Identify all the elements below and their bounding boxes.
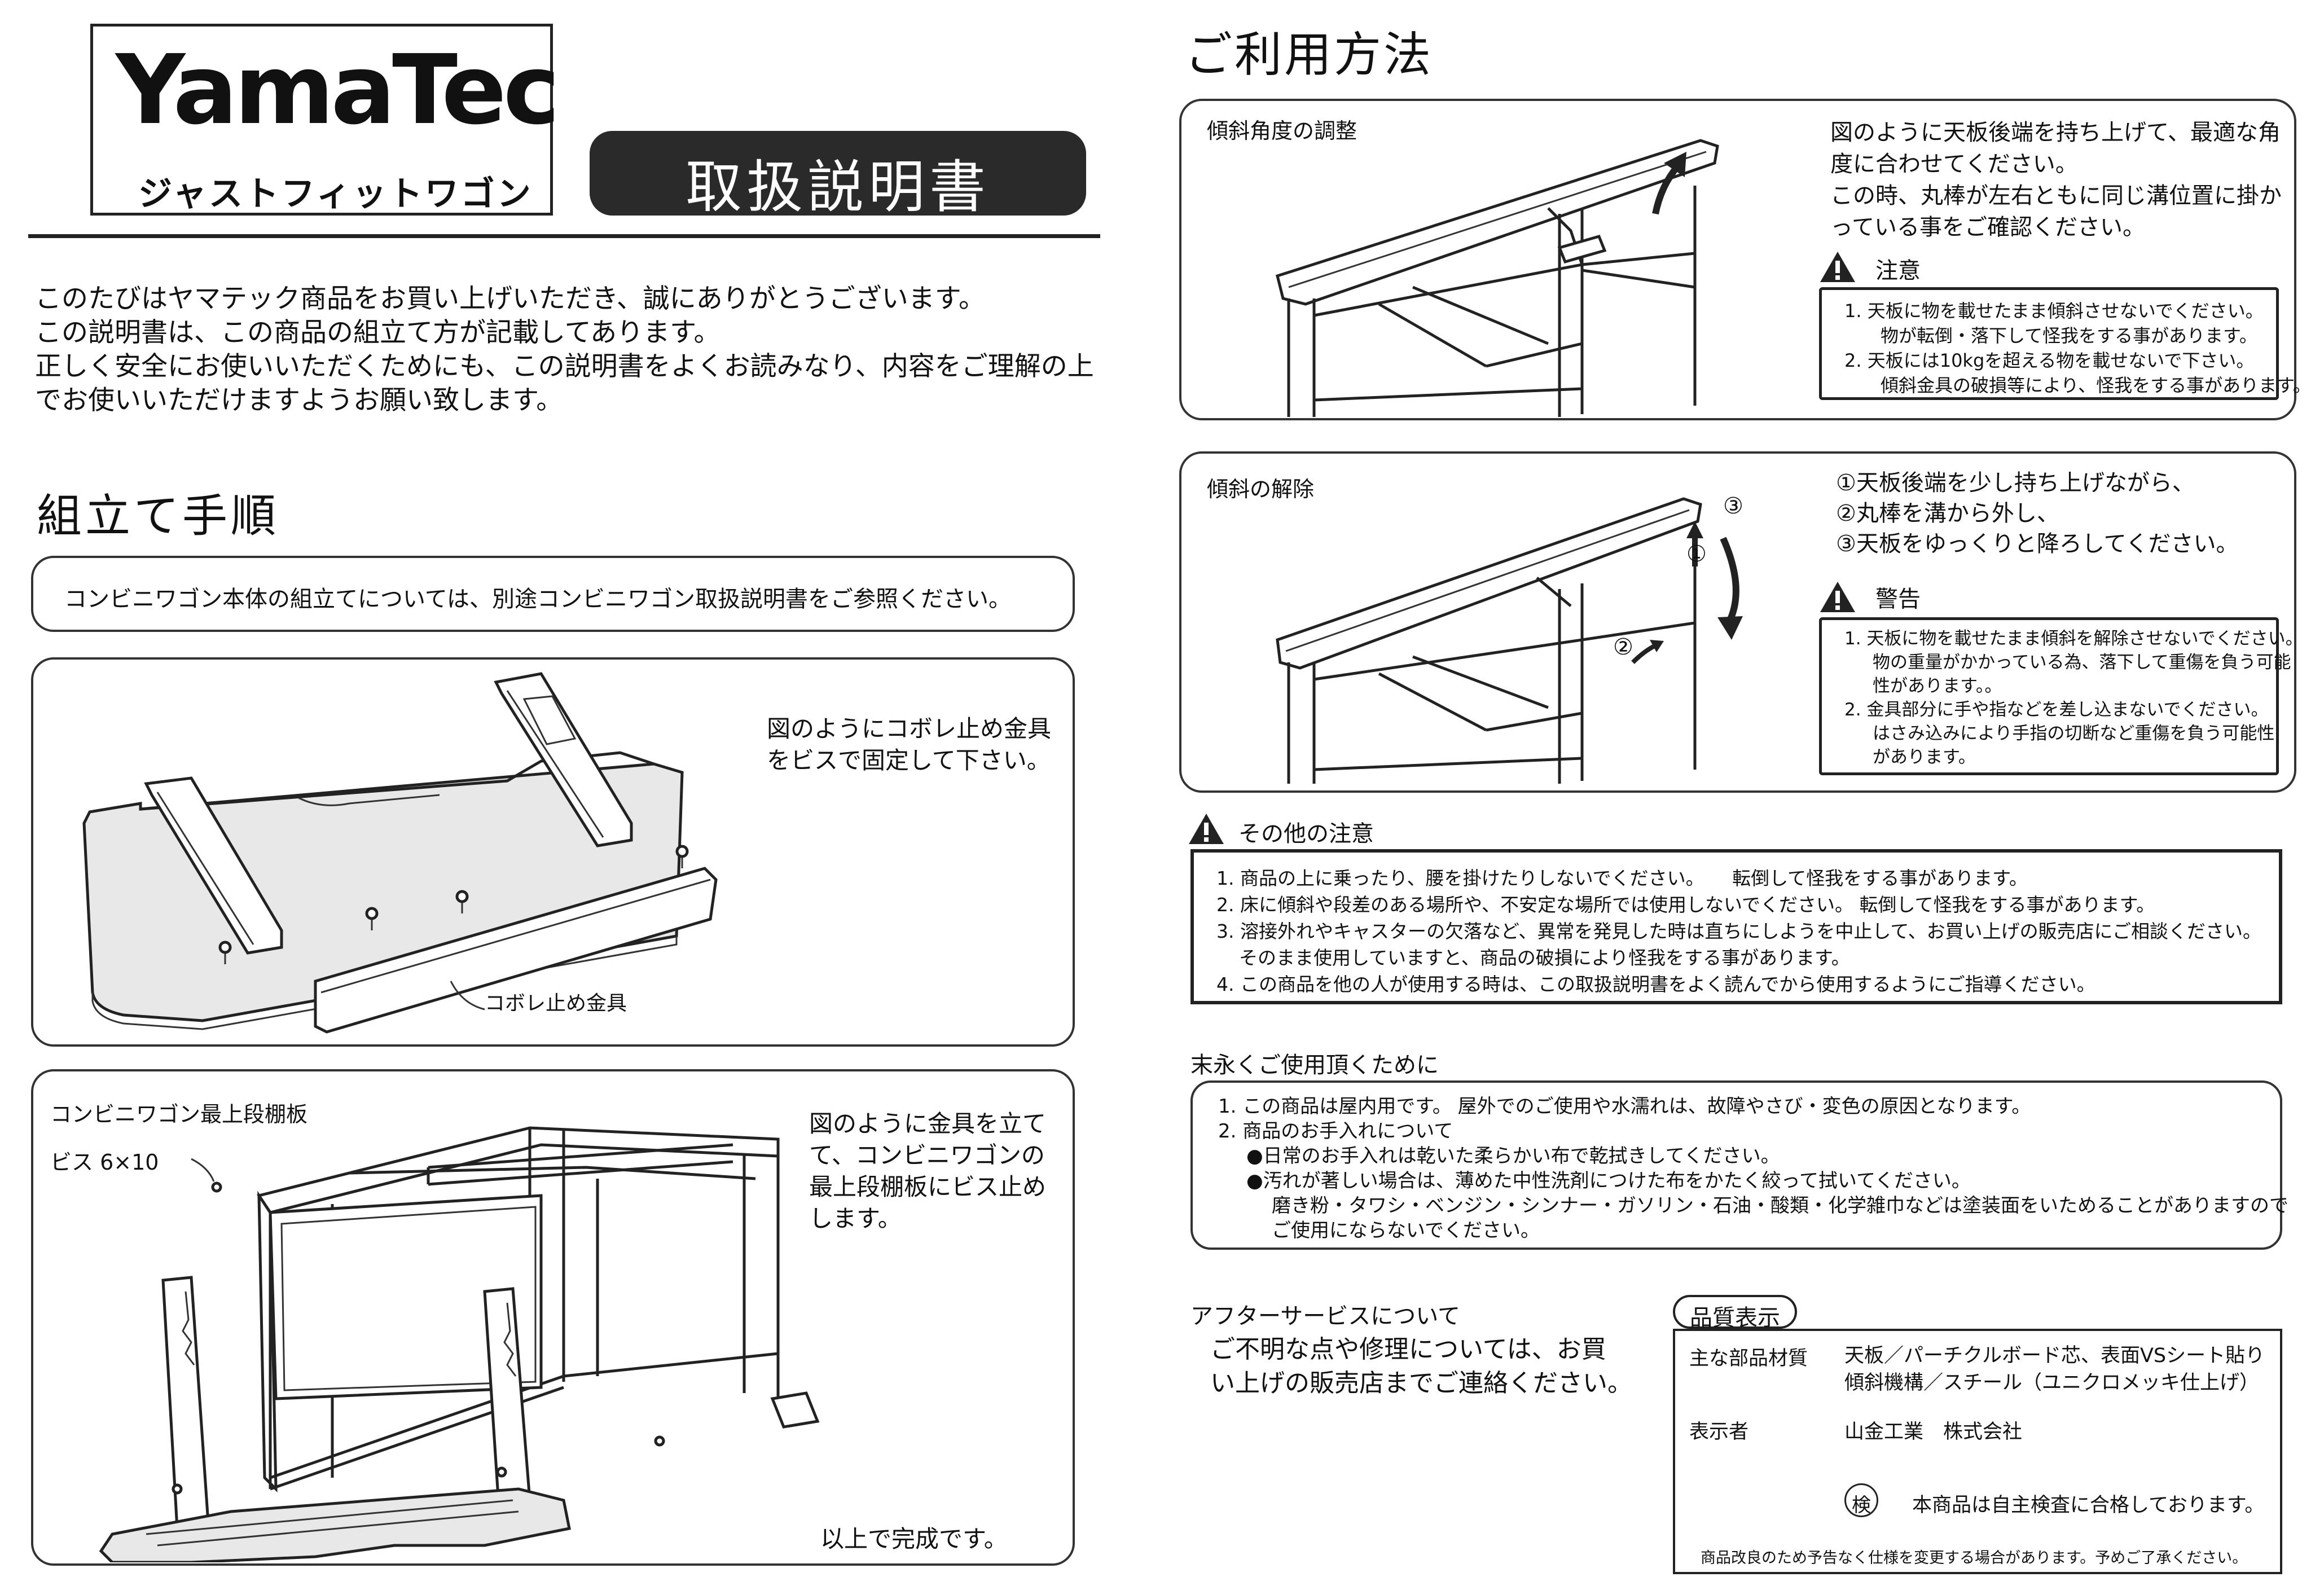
quality-box: 主な部品材質 天板／パーチクルボード芯、表面VSシート貼り 傾斜機構／スチール（…	[1673, 1329, 2282, 1574]
tilt-adjust-line: 度に合わせてください。	[1830, 151, 2078, 177]
other-caution-box: 1. 商品の上に乗ったり、腰を掛けたりしないでください。 転倒して怪我をする事が…	[1190, 849, 2282, 1004]
other-caution-item: 3. 溶接外れやキャスターの欠落など、異常を発見した時は直ちにしようを中止して、…	[1216, 920, 2262, 942]
product-name: ジャストフィットワゴン	[138, 174, 533, 214]
other-caution-label: その他の注意	[1238, 821, 1374, 847]
assembly-note-box: コンビニワゴン本体の組立てについては、別途コンビニワゴン取扱説明書をご参照くださ…	[31, 556, 1075, 632]
care-item: 磨き粉・タワシ・ベンジン・シンナー・ガソリン・石油・酸類・化学雑巾などは塗装面を…	[1272, 1194, 2288, 1217]
intro-line: でお使いいただけますようお願い致します。	[35, 385, 563, 416]
other-caution-item: 2. 床に傾斜や段差のある場所や、不安定な場所では使用しないでください。 転倒し…	[1216, 894, 2155, 916]
fig-mark-1: ①	[1686, 541, 1707, 567]
intro-line: 正しく安全にお使いいただくためにも、この説明書をよくお読みなり、内容をご理解の上	[35, 351, 1094, 382]
intro-line: このたびはヤマテック商品をお買い上げいただき、誠にありがとうございます。	[35, 283, 986, 314]
care-item: ご使用にならないでください。	[1272, 1219, 1540, 1242]
fig-mark-2: ②	[1613, 634, 1633, 660]
doc-title: 取扱説明書	[686, 154, 990, 220]
tilt-release-illustration	[1266, 476, 1751, 787]
step1-line: 図のようにコボレ止め金具	[767, 715, 1052, 743]
assembly-heading: 組立て手順	[37, 490, 279, 542]
release-step: ③天板をゆっくりと降ろしてください。	[1836, 531, 2239, 557]
warning-item: があります。	[1873, 747, 1976, 767]
after-service-text: ご不明な点や修理については、お買 い上げの販売店までご連絡ください。	[1210, 1333, 1632, 1400]
inspection-mark: 検	[1844, 1483, 1878, 1517]
caution-item: 2. 天板には10kgを超える物を載せないで下さい。	[1844, 350, 2255, 371]
caution-item: 1. 天板に物を載せたまま傾斜させないでください。	[1844, 300, 2264, 322]
doc-title-pill: 取扱説明書	[590, 131, 1086, 220]
after-service-label: アフターサービスについて	[1190, 1303, 1460, 1329]
care-item: ●汚れが著しい場合は、薄めた中性洗剤につけた布をかたく絞って拭いてください。	[1246, 1170, 1971, 1192]
tilt-adjust-illustration	[1266, 118, 1734, 417]
step2-box: コンビニワゴン最上段棚板 ビス 6×10	[31, 1069, 1075, 1566]
tilt-release-title: 傾斜の解除	[1207, 477, 1315, 502]
tilt-adjust-line: 図のように天板後端を持ち上げて、最適な角	[1830, 120, 2281, 146]
tilt-release-box: 傾斜の解除 ③ ① ② ①天板後端を少し持ち上げながら、 ②丸棒を溝から外し、 …	[1179, 451, 2303, 793]
quality-footnote: 商品改良のため予告なく仕様を変更する場合があります。予めご了承ください。	[1701, 1549, 2248, 1567]
after-service-line: ご不明な点や修理については、お買	[1210, 1335, 1606, 1364]
care-item: ●日常のお手入れは乾いた柔らかい布で乾拭きしてください。	[1246, 1145, 1780, 1167]
step2-text: 図のように金具を立て て、コンビニワゴンの 最上段棚板にビス止め します。	[809, 1108, 1046, 1235]
screw-label: ビス 6×10	[50, 1150, 159, 1175]
completion-text: 以上で完成です。	[820, 1525, 1008, 1553]
step2-line: します。	[809, 1205, 902, 1232]
maker-key: 表示者	[1689, 1421, 1749, 1443]
material-line: 傾斜機構／スチール（ユニクロメッキ仕上げ）	[1844, 1372, 2260, 1394]
tilt-adjust-title: 傾斜角度の調整	[1207, 118, 1358, 143]
intro-line: この説明書は、この商品の組立て方が記載してあります。	[35, 317, 721, 348]
quality-label-pill: 品質表示	[1673, 1295, 1797, 1331]
step2-line: て、コンビニワゴンの	[809, 1141, 1045, 1169]
brand-box: YamaTec ジャストフィットワゴン	[90, 24, 560, 216]
caution-label: 注意	[1875, 258, 1921, 284]
assembly-note: コンビニワゴン本体の組立てについては、別途コンビニワゴン取扱説明書をご参照くださ…	[64, 586, 1011, 612]
material-line: 天板／パーチクルボード芯、表面VSシート貼り	[1844, 1345, 2265, 1367]
release-step: ①天板後端を少し持ち上げながら、	[1836, 470, 2195, 496]
other-caution-item: 1. 商品の上に乗ったり、腰を掛けたりしないでください。 転倒して怪我をする事が…	[1216, 867, 2028, 889]
step1-part-label: コボレ止め金具	[485, 992, 627, 1015]
caution-box: 1. 天板に物を載せたまま傾斜させないでください。 物が転倒・落下して怪我をする…	[1819, 287, 2311, 400]
usage-heading: ご利用方法	[1185, 27, 1434, 82]
shelf-label: コンビニワゴン最上段棚板	[50, 1102, 308, 1127]
maker-value: 山金工業 株式会社	[1844, 1421, 2023, 1443]
brand-logo: YamaTec	[116, 34, 560, 146]
step1-illustration	[56, 665, 761, 1043]
warning-item: 1. 天板に物を載せたまま傾斜を解除させないでください。	[1844, 629, 2303, 649]
care-label: 末永くご使用頂くために	[1190, 1052, 1439, 1078]
step1-text: 図のようにコボレ止め金具 をビスで固定して下さい。	[767, 713, 1051, 776]
step1-line: をビスで固定して下さい。	[767, 746, 1051, 774]
quality-label: 品質表示	[1690, 1305, 1780, 1331]
fig-mark-3: ③	[1723, 493, 1743, 519]
after-service-line: い上げの販売店までご連絡ください。	[1210, 1369, 1632, 1398]
care-box: 1. この商品は屋内用です。 屋外でのご使用や水濡れは、故障やさび・変色の原因と…	[1190, 1080, 2288, 1250]
step2-line: 図のように金具を立て	[809, 1110, 1047, 1137]
caution-item: 物が転倒・落下して怪我をする事があります。	[1881, 325, 2257, 346]
caution-item: 傾斜金具の破損等により、怪我をする事があります。	[1881, 375, 2311, 396]
tilt-adjust-line: っている事をご確認ください。	[1830, 214, 2145, 240]
inspection-mark-text: 検	[1852, 1494, 1871, 1517]
release-step: ②丸棒を溝から外し、	[1836, 500, 2059, 526]
inspection-text: 本商品は自主検査に合格しております。	[1912, 1494, 2265, 1517]
tilt-release-steps: ①天板後端を少し持ち上げながら、 ②丸棒を溝から外し、 ③天板をゆっくりと降ろし…	[1836, 468, 2238, 559]
material-key: 主な部品材質	[1689, 1347, 1808, 1370]
other-caution-icon	[1188, 812, 1225, 845]
other-caution-item: そのまま使用していますと、商品の破損により怪我をする事があります。	[1239, 947, 1850, 969]
tilt-adjust-box: 傾斜角度の調整 図のように天板後端を持ち上げて、最適な角 度に合わせてください。…	[1179, 99, 2311, 420]
step2-illustration	[78, 1083, 834, 1562]
tilt-adjust-desc: 図のように天板後端を持ち上げて、最適な角 度に合わせてください。 この時、丸棒が…	[1830, 117, 2282, 243]
warning-icon	[1819, 581, 1856, 613]
warning-item: はさみ込みにより手指の切断など重傷を負う可能性	[1873, 723, 2275, 744]
caution-icon	[1819, 251, 1856, 283]
tilt-adjust-line: この時、丸棒が左右ともに同じ溝位置に掛か	[1830, 183, 2282, 209]
intro-text: このたびはヤマテック商品をお買い上げいただき、誠にありがとうございます。 この説…	[35, 282, 1094, 418]
step2-line: 最上段棚板にビス止め	[809, 1173, 1047, 1201]
header-rule	[28, 234, 1100, 238]
care-item: 1. この商品は屋内用です。 屋外でのご使用や水濡れは、故障やさび・変色の原因と…	[1218, 1095, 2031, 1118]
step1-box: 図のようにコボレ止め金具 をビスで固定して下さい。 コボレ止め金具	[31, 657, 1075, 1047]
warning-box: 1. 天板に物を載せたまま傾斜を解除させないでください。 物の重量がかかっている…	[1819, 617, 2303, 775]
warning-item: 2. 金具部分に手や指などを差し込まないでください。	[1844, 700, 2269, 720]
warning-item: 物の重量がかかっている為、落下して重傷を負う可能	[1873, 652, 2291, 673]
warning-item: 性があります。。	[1873, 676, 2002, 696]
other-caution-item: 4. この商品を他の人が使用する時は、この取扱説明書をよく読んでから使用するよう…	[1216, 973, 2095, 995]
care-item: 2. 商品のお手入れについて	[1218, 1120, 1453, 1143]
warning-label: 警告	[1875, 586, 1921, 612]
